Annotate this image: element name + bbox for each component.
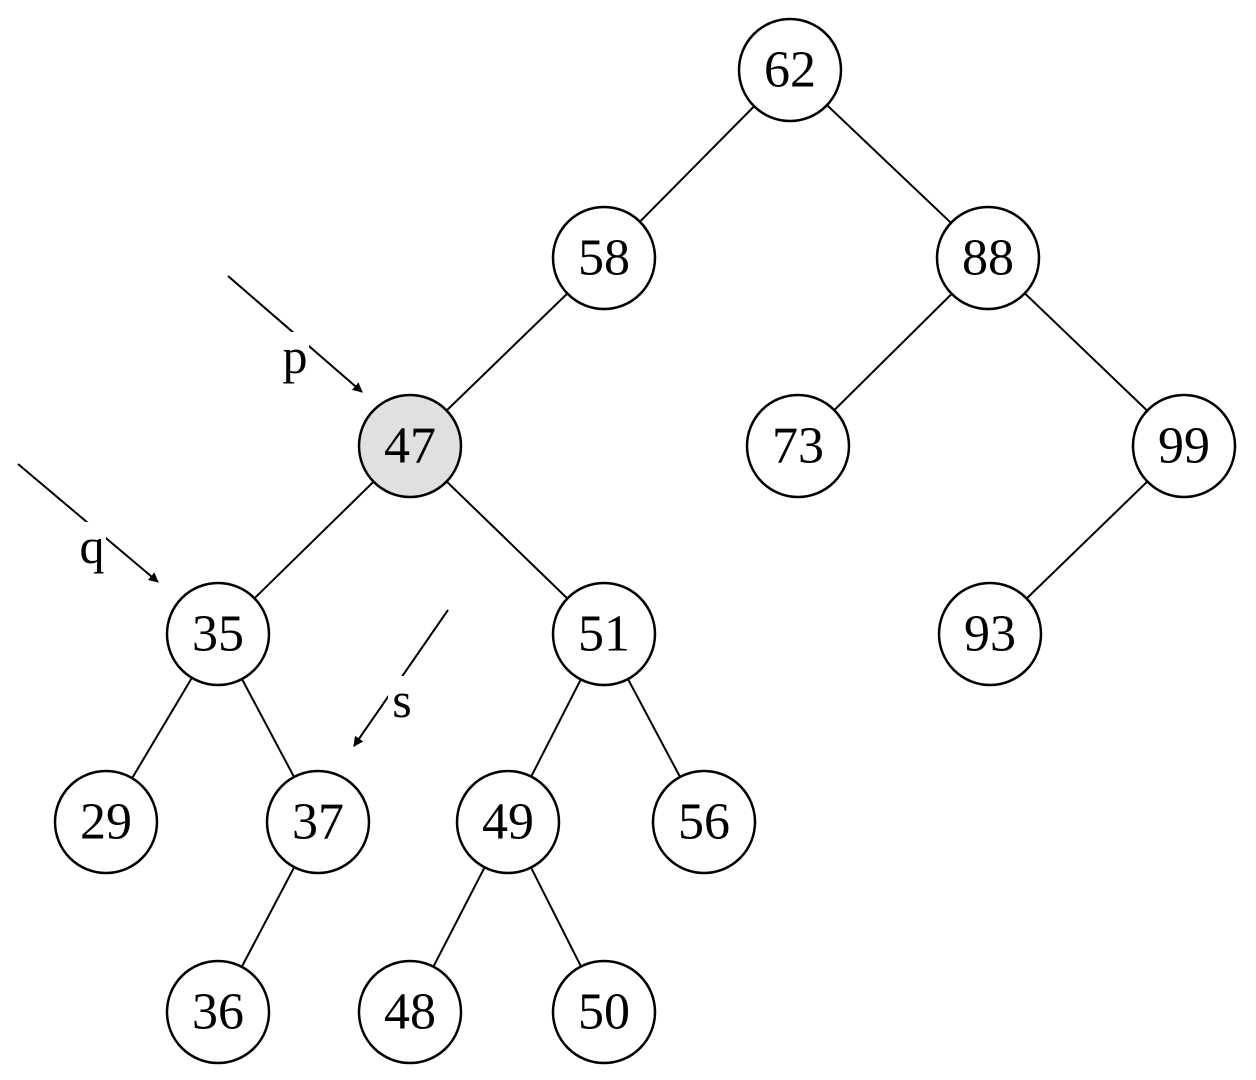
pointer-q: q bbox=[17, 463, 159, 583]
node-label: 62 bbox=[764, 42, 816, 99]
tree-node-88: 88 bbox=[935, 205, 1041, 311]
tree-node-73: 73 bbox=[745, 393, 851, 499]
node-label: 35 bbox=[192, 606, 244, 663]
node-circle bbox=[937, 581, 1043, 687]
node-label: 37 bbox=[292, 794, 344, 851]
pointer-label: q bbox=[80, 518, 105, 574]
node-circle bbox=[455, 769, 561, 875]
node-label: 48 bbox=[384, 984, 436, 1041]
node-circle bbox=[357, 393, 463, 499]
node-circle bbox=[551, 581, 657, 687]
pointer-label-background bbox=[78, 522, 106, 566]
tree-edges bbox=[105, 69, 1185, 1013]
node-label: 49 bbox=[482, 794, 534, 851]
tree-node-99: 99 bbox=[1131, 393, 1237, 499]
tree-nodes: 62 58 88 47 73 99 35 51 93 29 37 49 56 36 48 50 bbox=[53, 17, 1237, 1065]
tree-node-47: 47 bbox=[357, 393, 463, 499]
node-label: 93 bbox=[964, 606, 1016, 663]
node-circle bbox=[165, 959, 271, 1065]
tree-node-36: 36 bbox=[165, 959, 271, 1065]
pointer-s: s bbox=[353, 609, 449, 747]
tree-node-51: 51 bbox=[551, 581, 657, 687]
tree-node-35: 35 bbox=[165, 581, 271, 687]
node-circle bbox=[1131, 393, 1237, 499]
node-circle bbox=[935, 205, 1041, 311]
node-circle bbox=[651, 769, 757, 875]
node-circle bbox=[737, 17, 843, 123]
tree-node-93: 93 bbox=[937, 581, 1043, 687]
tree-node-29: 29 bbox=[53, 769, 159, 875]
pointer-label: p bbox=[283, 328, 308, 384]
tree-node-37: 37 bbox=[265, 769, 371, 875]
tree-node-48: 48 bbox=[357, 959, 463, 1065]
node-circle bbox=[745, 393, 851, 499]
tree-node-56: 56 bbox=[651, 769, 757, 875]
node-label: 88 bbox=[962, 230, 1014, 287]
node-label: 99 bbox=[1158, 418, 1210, 475]
node-circle bbox=[551, 959, 657, 1065]
tree-node-49: 49 bbox=[455, 769, 561, 875]
pointer-p: p bbox=[227, 275, 363, 393]
tree-node-62: 62 bbox=[737, 17, 843, 123]
node-label: 29 bbox=[80, 794, 132, 851]
tree-node-50: 50 bbox=[551, 959, 657, 1065]
tree-node-58: 58 bbox=[551, 205, 657, 311]
pointer-arrows: p q s bbox=[17, 275, 449, 747]
node-label: 51 bbox=[578, 606, 630, 663]
node-circle bbox=[265, 769, 371, 875]
node-label: 73 bbox=[772, 418, 824, 475]
node-label: 36 bbox=[192, 984, 244, 1041]
pointer-label: s bbox=[392, 672, 411, 728]
node-label: 47 bbox=[384, 418, 436, 475]
node-circle bbox=[551, 205, 657, 311]
node-label: 58 bbox=[578, 230, 630, 287]
pointer-label-background bbox=[281, 332, 309, 376]
node-circle bbox=[53, 769, 159, 875]
node-circle bbox=[165, 581, 271, 687]
node-label: 50 bbox=[578, 984, 630, 1041]
node-circle bbox=[357, 959, 463, 1065]
node-label: 56 bbox=[678, 794, 730, 851]
pointer-label-background bbox=[388, 676, 416, 720]
